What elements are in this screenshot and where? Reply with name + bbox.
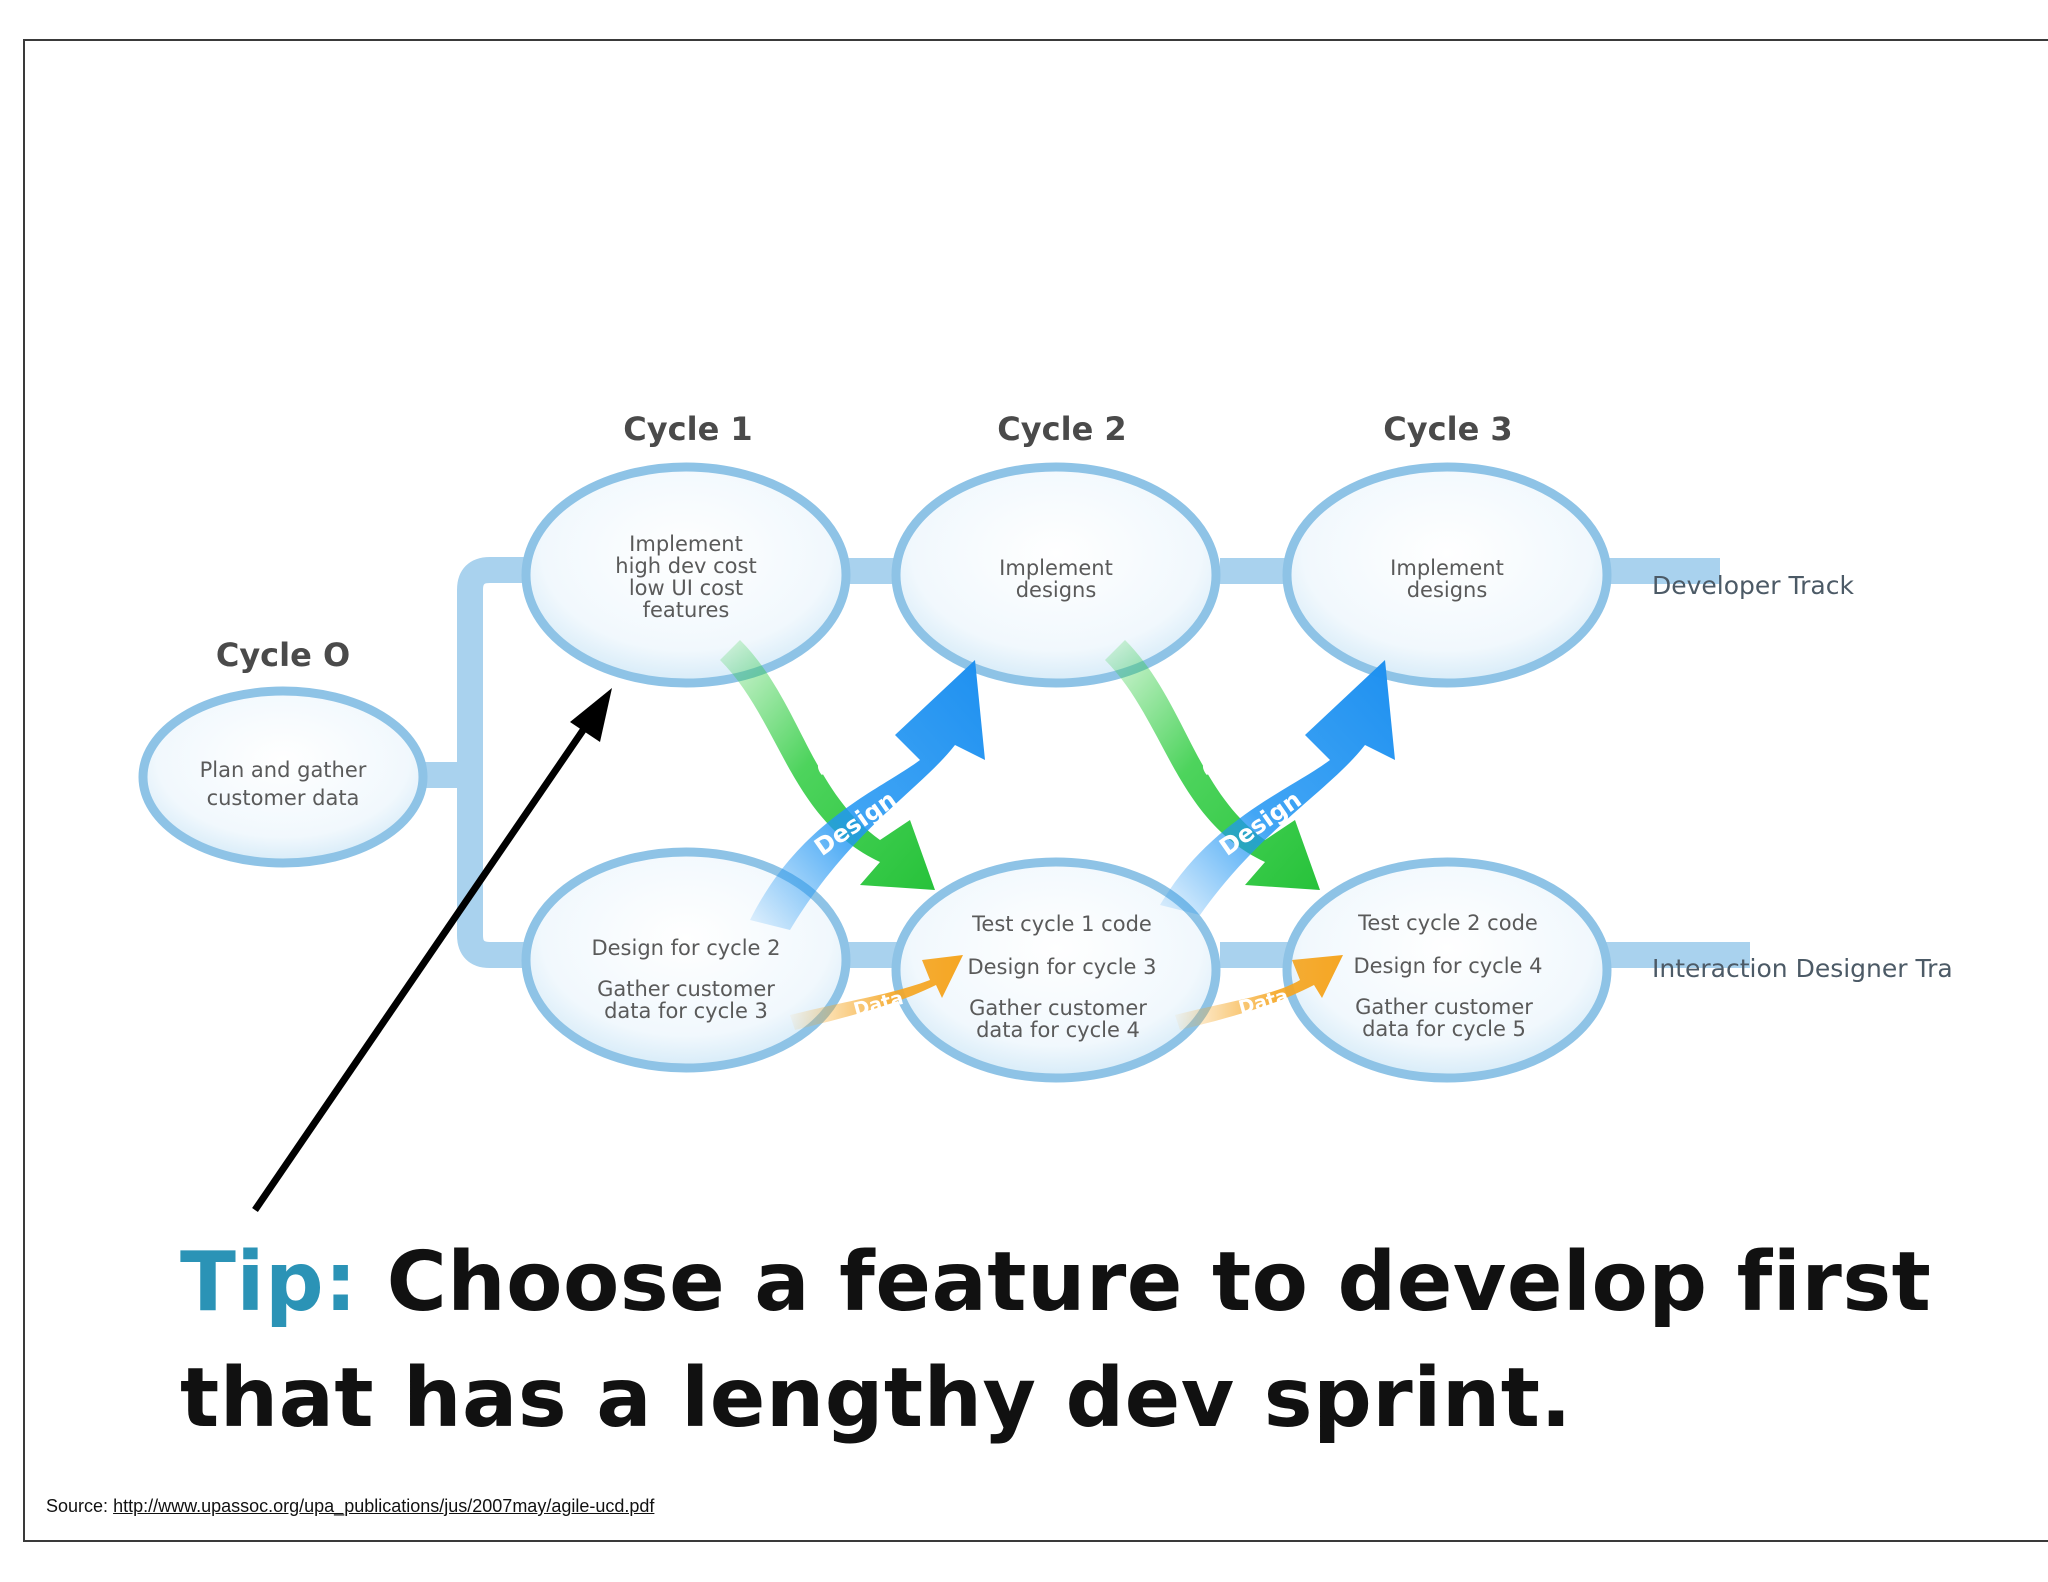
bottom-bubble-2: Test cycle 1 code Design for cycle 3 Gat… [891, 857, 1221, 1083]
bottom-bubble-3: Test cycle 2 code Design for cycle 4 Gat… [1282, 857, 1612, 1083]
source-link[interactable]: http://www.upassoc.org/upa_publications/… [113, 1496, 655, 1516]
bottom-2-line-2: Design for cycle 3 [967, 955, 1156, 979]
cycle-3-bubble: Cycle 3 Implement designs [1282, 410, 1612, 688]
cycle-3-line-1: Implement [1390, 556, 1504, 580]
cycle-2-line-1: Implement [999, 556, 1113, 580]
cycle-2-title: Cycle 2 [997, 410, 1126, 448]
tip-text-block: Tip: Choose a feature to develop first t… [180, 1225, 2000, 1457]
cycle-2-bubble: Cycle 2 Implement designs [891, 410, 1221, 688]
tip-body: Choose a feature to develop first that h… [180, 1235, 1932, 1446]
cycle-3-title: Cycle 3 [1383, 410, 1512, 448]
source-prefix: Source: [46, 1496, 109, 1516]
bottom-3-line-4: data for cycle 5 [1362, 1017, 1526, 1041]
cycle-1-line-2: high dev cost [615, 554, 756, 578]
cycle-0-line-1: Plan and gather [200, 758, 367, 782]
source-citation: Source: http://www.upassoc.org/upa_publi… [46, 1496, 654, 1517]
developer-track-bar [1590, 558, 1720, 584]
bottom-3-line-3: Gather customer [1355, 995, 1533, 1019]
cycle-0-bubble: Cycle O Plan and gather customer data [138, 636, 428, 868]
cycle-0-title: Cycle O [216, 636, 350, 674]
cycle-1-bubble: Cycle 1 Implement high dev cost low UI c… [521, 410, 851, 688]
bottom-1-line-3: Gather customer [597, 977, 775, 1001]
data-arrow-2-label: Data [1236, 985, 1290, 1019]
interaction-track-label: Interaction Designer Tra [1652, 954, 1953, 983]
data-arrow-1-label: Data [851, 987, 905, 1021]
cycle-2-line-2: designs [1016, 578, 1097, 602]
cycle-3-line-2: designs [1407, 578, 1488, 602]
cycle-1-title: Cycle 1 [623, 410, 752, 448]
bottom-2-line-1: Test cycle 1 code [971, 912, 1152, 936]
bottom-2-line-3: Gather customer [969, 996, 1147, 1020]
bottom-1-line-1: Design for cycle 2 [591, 936, 780, 960]
cycle-1-line-1: Implement [629, 532, 743, 556]
bottom-1-line-4: data for cycle 3 [604, 999, 768, 1023]
bottom-3-line-2: Design for cycle 4 [1353, 954, 1542, 978]
developer-track-label: Developer Track [1652, 571, 1854, 600]
interaction-track-bar [1590, 942, 1750, 968]
cycle-1-line-4: features [643, 598, 730, 622]
bottom-3-line-1: Test cycle 2 code [1357, 911, 1538, 935]
tip-label: Tip: [180, 1235, 358, 1330]
bottom-2-line-4: data for cycle 4 [976, 1018, 1140, 1042]
cycle-0-line-2: customer data [207, 786, 360, 810]
pointer-arrow [252, 688, 612, 1212]
cycle-1-line-3: low UI cost [629, 576, 743, 600]
